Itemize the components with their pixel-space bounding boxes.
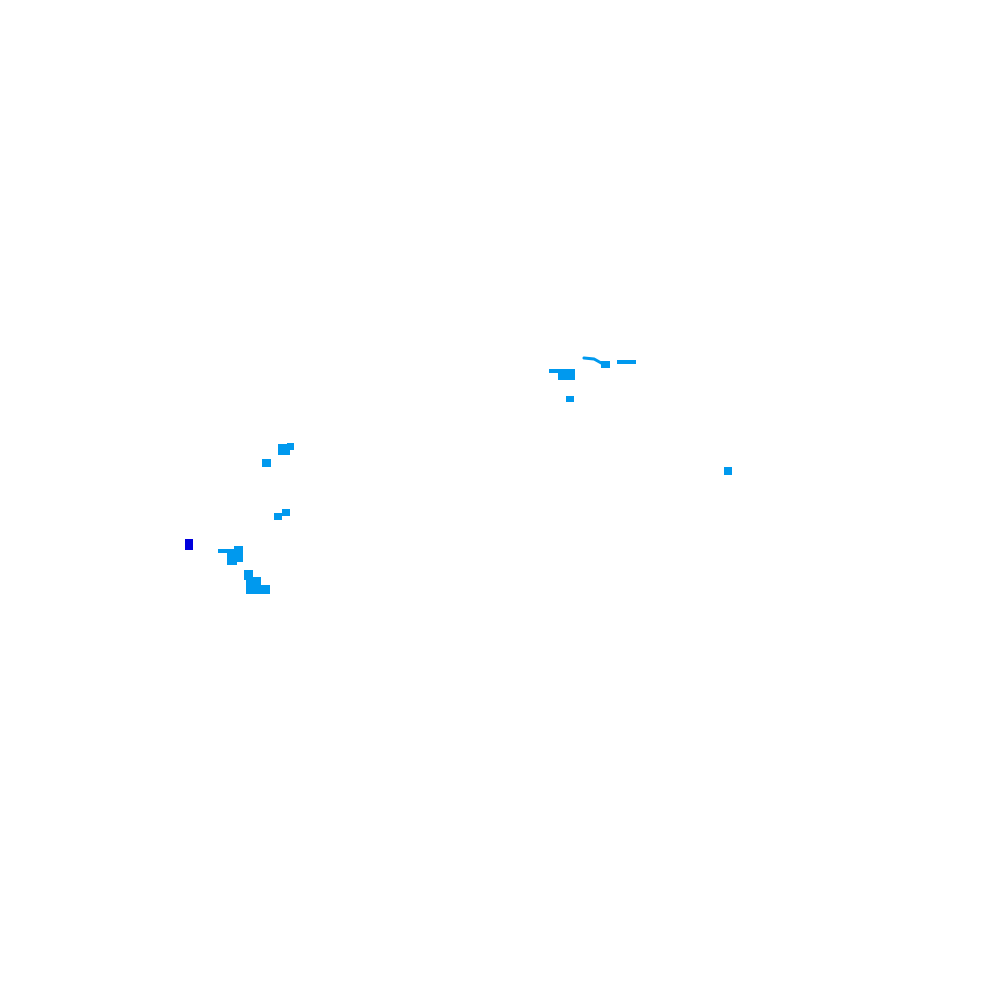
map-feature: [246, 577, 261, 594]
map-feature: [558, 369, 575, 380]
map-feature: [617, 360, 636, 364]
map-feature: [227, 553, 237, 565]
map-feature: [262, 459, 271, 467]
map-feature: [549, 369, 561, 373]
map-feature: [274, 513, 282, 520]
map-feature: [287, 443, 294, 450]
map-feature-highlight: [185, 539, 193, 550]
map-features: [185, 356, 732, 594]
map-feature-stroke: [582, 356, 605, 366]
map-feature: [601, 361, 610, 368]
map-feature: [566, 396, 574, 402]
map-feature: [218, 549, 236, 553]
map-feature: [258, 585, 270, 594]
map-feature: [724, 467, 732, 475]
map-feature: [278, 444, 290, 455]
map-feature: [234, 546, 243, 562]
map-feature: [244, 570, 253, 580]
map-feature: [282, 509, 290, 516]
